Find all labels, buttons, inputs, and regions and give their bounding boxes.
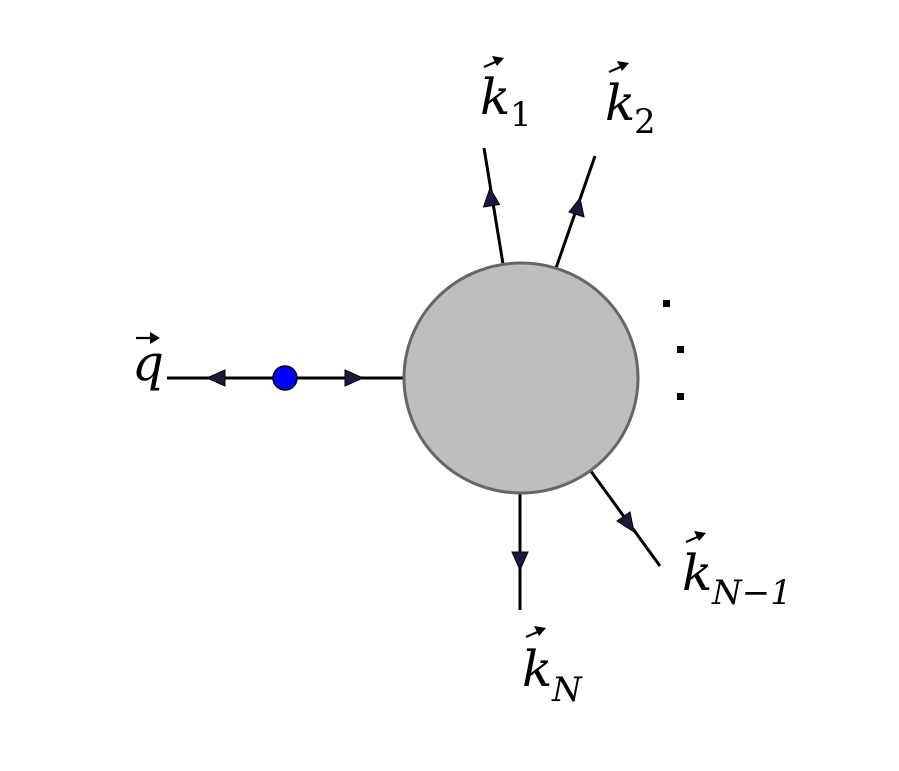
- vector-arrow-head-icon: [534, 626, 546, 636]
- kN-leg: [511, 492, 529, 610]
- vector-arrow-head-icon: [150, 332, 160, 344]
- k1-line: [482, 147, 505, 265]
- k1-arrow-icon: [482, 186, 501, 208]
- label-kN1: k N−1: [682, 531, 792, 613]
- label-kN1-subscript: N−1: [711, 573, 792, 613]
- ellipsis-dot: [677, 393, 684, 400]
- label-k1-symbol: k: [480, 68, 510, 126]
- label-k2-subscript: 2: [634, 102, 656, 142]
- q-right-arrow-icon: [344, 369, 365, 387]
- kN1-arrow-icon: [616, 511, 635, 534]
- kN-arrow-icon: [511, 551, 529, 572]
- q-leg: [167, 365, 405, 391]
- label-kN1-symbol: k: [682, 544, 712, 602]
- ellipsis-dot: [677, 346, 684, 353]
- kN1-leg: [588, 469, 662, 567]
- insertion-vertex-dot: [272, 365, 298, 391]
- q-left-arrow-icon: [205, 369, 226, 387]
- interaction-blob: [402, 261, 640, 495]
- vector-arrow-head-icon: [492, 56, 504, 66]
- k2-arrow-icon: [568, 196, 585, 218]
- vertical-ellipsis: [663, 300, 684, 400]
- label-kN: k N: [522, 626, 583, 710]
- k2-leg: [554, 155, 597, 269]
- label-k1-subscript: 1: [510, 95, 532, 135]
- label-k1: k 1: [480, 56, 532, 135]
- label-k2-symbol: k: [605, 74, 635, 132]
- label-q: q: [132, 332, 164, 392]
- vector-arrow-head-icon: [617, 61, 629, 71]
- vector-arrow-head-icon: [694, 531, 706, 541]
- ellipsis-dot: [663, 300, 670, 307]
- label-q-symbol: q: [132, 334, 164, 392]
- label-kN-symbol: k: [522, 640, 552, 698]
- label-kN-subscript: N: [551, 670, 583, 710]
- k1-leg: [482, 147, 505, 265]
- label-k2: k 2: [605, 61, 656, 142]
